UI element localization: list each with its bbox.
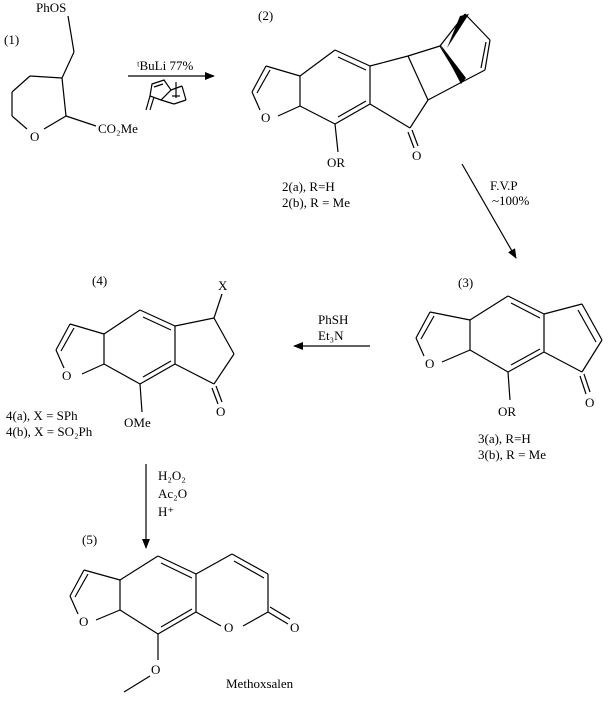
compound-2-wedge-bridge	[440, 44, 466, 84]
arrow-step-2: F.V.P ~100%	[461, 163, 530, 259]
arrow-step-3: PhSH Et₃N	[293, 312, 370, 350]
compound-4-ome: OMe	[124, 415, 151, 430]
compound-2-wedge-top	[447, 14, 469, 48]
arrow-step-2-line2: ~100%	[492, 193, 530, 208]
compound-5-name: Methoxsalen	[226, 676, 294, 691]
compound-4-caption-b: 4(b), X = SO₂Ph	[6, 424, 93, 439]
arrow-step-1-reagent: ᵗBuLi 77%	[137, 58, 193, 73]
compound-3-bonds	[415, 295, 603, 401]
compound-5-bonds	[69, 553, 291, 693]
compound-5: (5)	[69, 532, 299, 693]
arrow-step-3-line2: Et₃N	[318, 328, 344, 343]
arrow-step-4: H₂O₂ Ac₂O H⁺	[142, 464, 187, 549]
compound-4-x-label: X	[218, 278, 228, 293]
compound-2: (2)	[251, 8, 491, 210]
compound-1-phos-label: PhOS	[36, 0, 66, 15]
compound-4-bonds	[55, 293, 235, 413]
compound-2-carbonyl-oxygen: O	[412, 148, 421, 163]
compound-3-number: (3)	[458, 275, 473, 290]
compound-4: (4) X O	[6, 273, 235, 439]
compound-3-ring-oxygen: O	[425, 356, 434, 371]
compound-3: (3) O O	[415, 275, 603, 462]
arrow-step-3-line1: PhSH	[318, 312, 348, 327]
compound-2-caption-b: 2(b), R = Me	[282, 195, 350, 210]
compound-4-number: (4)	[92, 273, 107, 288]
compound-5-furan-oxygen: O	[79, 614, 88, 629]
compound-1-ester-label: CO₂Me	[98, 121, 138, 136]
compound-1: (1) PhOS O CO₂Me	[4, 0, 138, 144]
compound-5-number: (5)	[82, 532, 97, 547]
arrow-step-4-line2: Ac₂O	[158, 486, 187, 501]
compound-4-carbonyl-oxygen: O	[216, 404, 225, 419]
reagent-fulvene-structure	[145, 79, 187, 111]
compound-2-number: (2)	[258, 8, 273, 23]
compound-2-bonds	[251, 13, 491, 153]
compound-5-lactone-oxygen: O	[224, 620, 233, 635]
arrow-step-1: ᵗBuLi 77%	[128, 58, 215, 111]
compound-5-methoxy-oxygen: O	[151, 662, 160, 677]
compound-5-carbonyl-oxygen: O	[290, 620, 299, 635]
compound-1-ring-oxygen: O	[30, 129, 39, 144]
compound-1-bonds	[11, 15, 97, 130]
compound-3-carbonyl-oxygen: O	[585, 395, 594, 410]
compound-3-or-group: OR	[498, 404, 516, 419]
compound-4-caption-a: 4(a), X = SPh	[6, 408, 78, 423]
compound-1-number: (1)	[4, 32, 19, 47]
compound-2-ring-oxygen: O	[261, 110, 270, 125]
compound-2-caption-a: 2(a), R=H	[282, 179, 335, 194]
compound-3-caption-b: 3(b), R = Me	[478, 447, 546, 462]
compound-4-ring-oxygen: O	[62, 368, 71, 383]
compound-3-caption-a: 3(a), R=H	[478, 431, 531, 446]
arrow-step-4-line3: H⁺	[158, 504, 174, 519]
arrow-step-2-line1: F.V.P	[490, 178, 518, 193]
compound-2-or-group: OR	[327, 155, 345, 170]
arrow-step-4-line1: H₂O₂	[158, 468, 186, 483]
